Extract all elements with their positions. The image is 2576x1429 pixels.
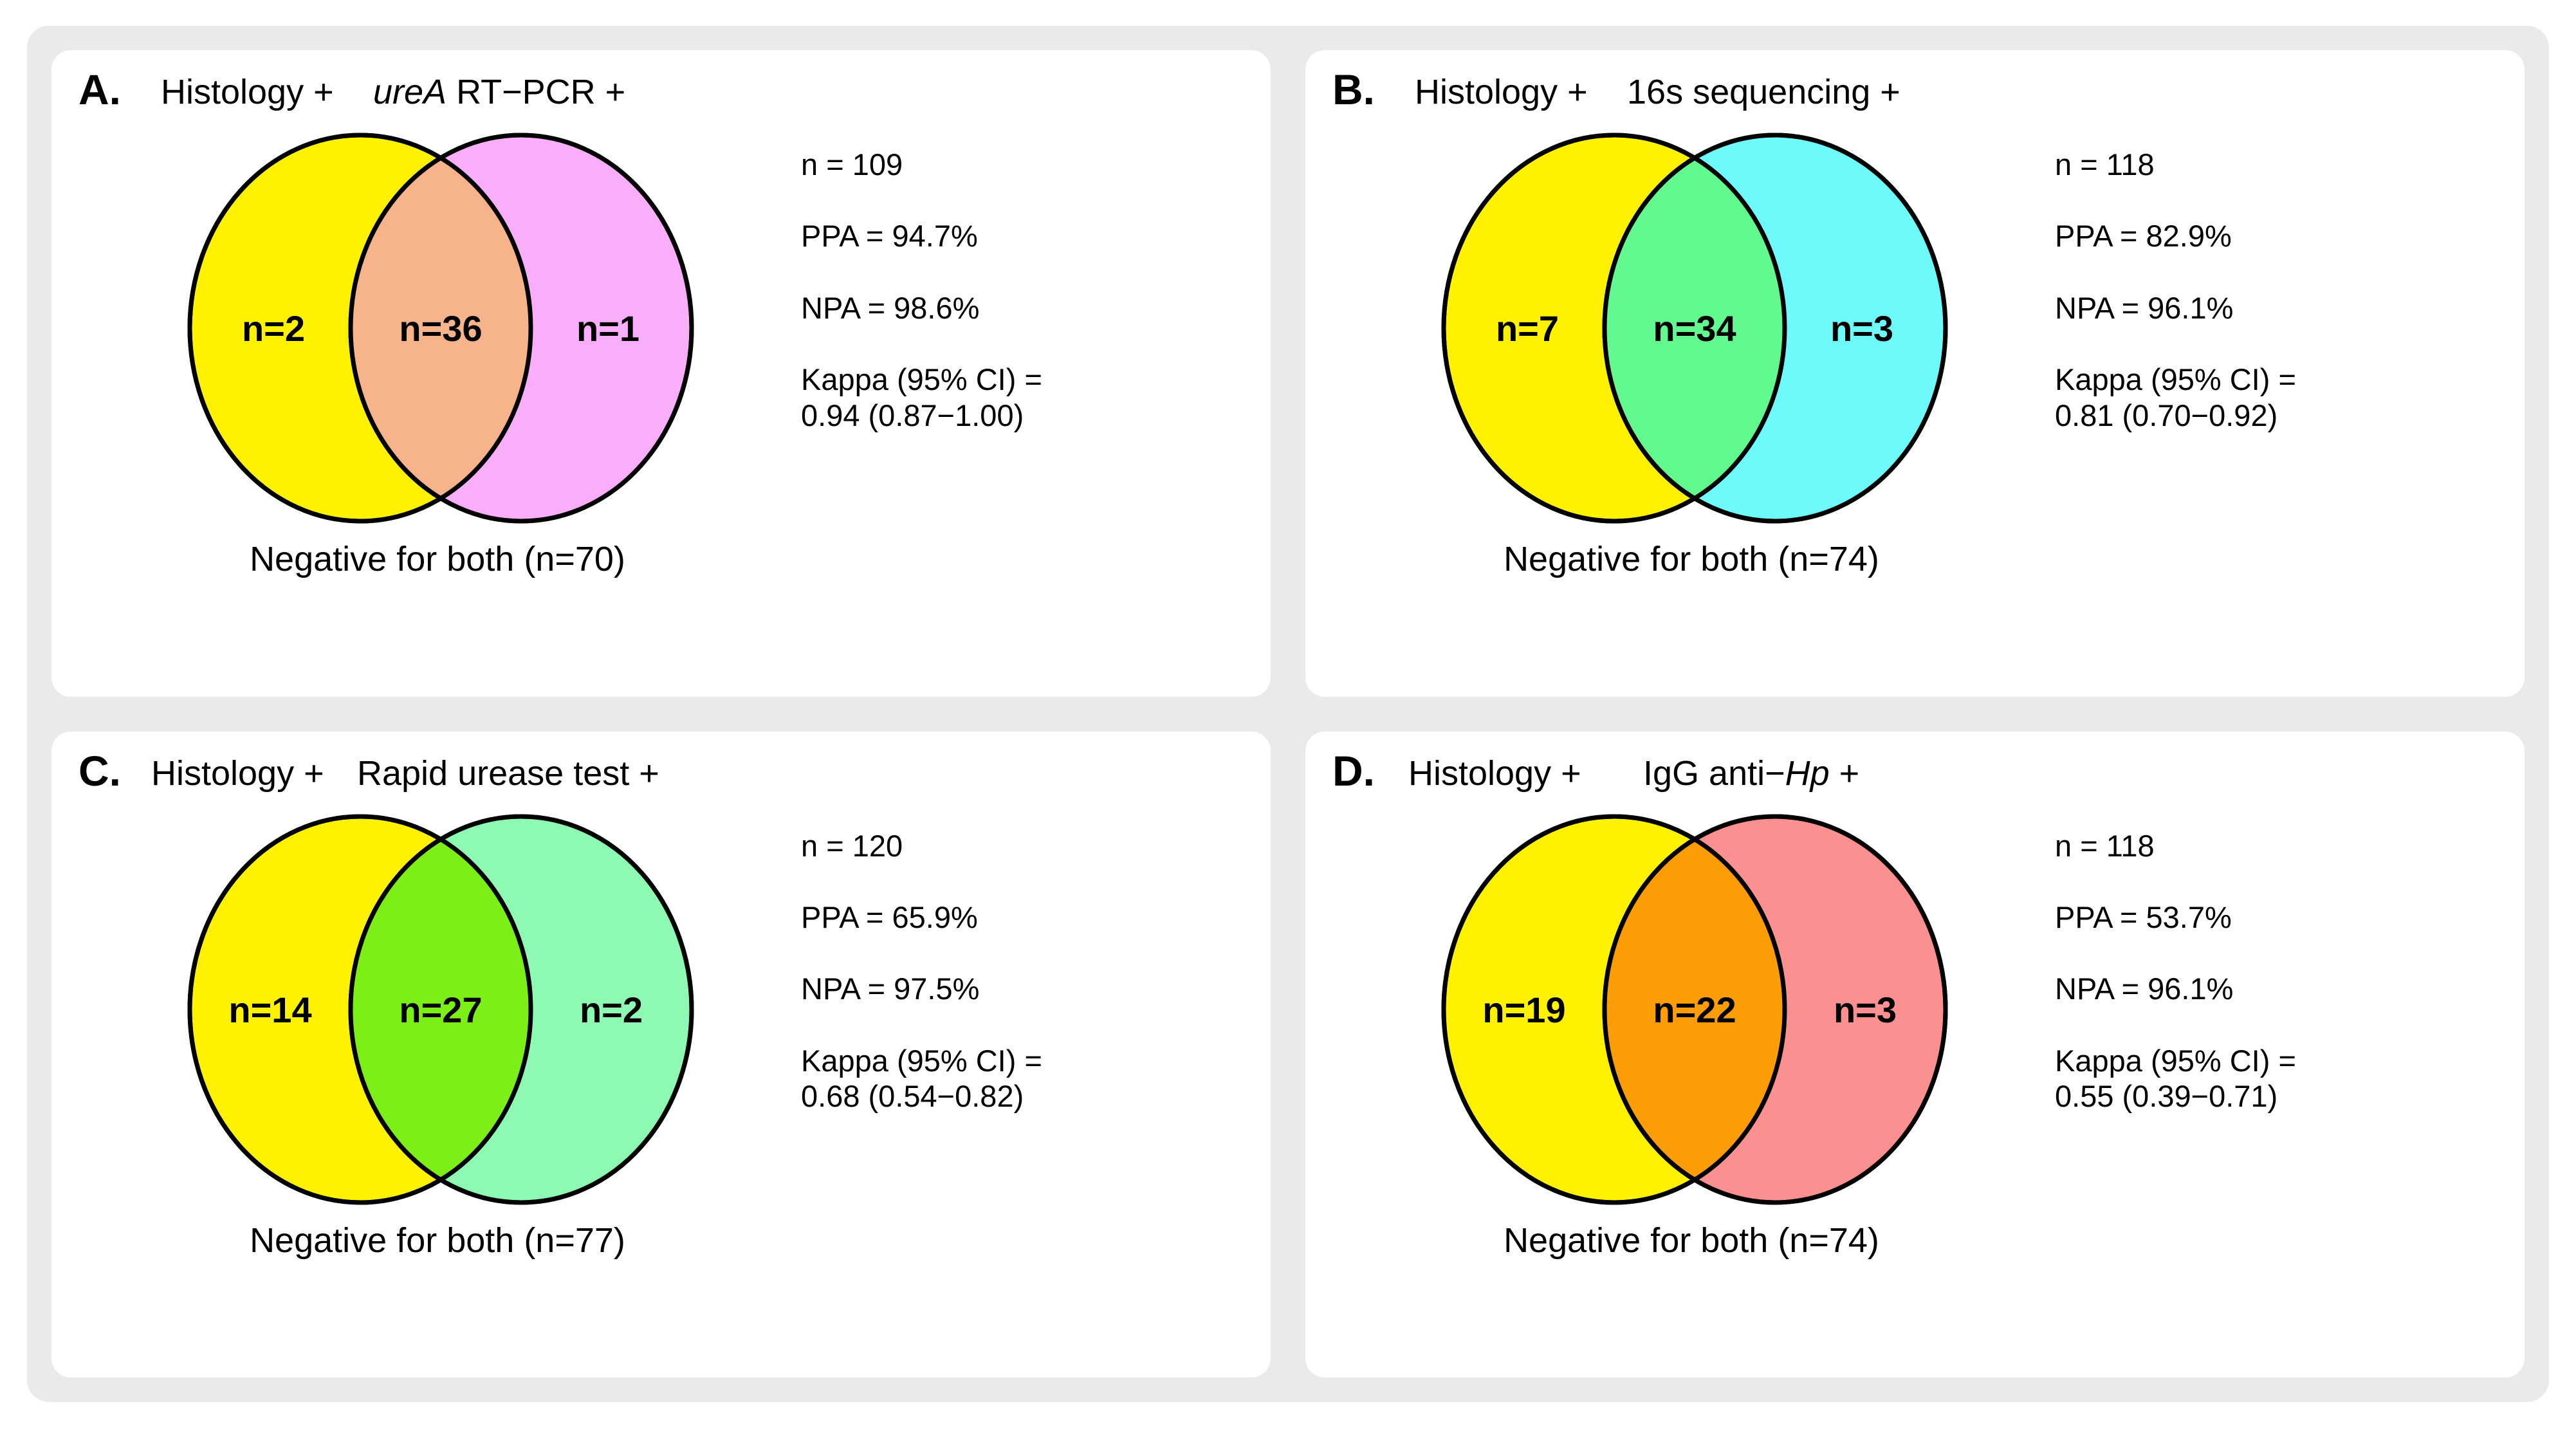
negative-both-c: Negative for both (n=77): [250, 1221, 625, 1260]
stat-kappa-value-d: 0.55 (0.39−0.71): [2055, 1079, 2278, 1114]
set-label-left-c: Histology +: [151, 753, 324, 793]
panel-b: B. Histology + 16s sequencing +: [1305, 50, 2525, 697]
venn-circle-left-outline-d: [1441, 814, 1787, 1204]
set-label-left-b: Histology +: [1415, 73, 1588, 111]
venn-circle-right-outline-c: [348, 814, 694, 1204]
stat-kappa-label-d: Kappa (95% CI) =: [2055, 1043, 2296, 1078]
set-label-left-d: Histology +: [1408, 753, 1581, 793]
stat-npa-a: NPA = 98.6%: [801, 290, 980, 325]
venn-count-right-a: n=1: [576, 308, 639, 349]
right-label-pre-c: Rapid urease test +: [357, 753, 659, 793]
venn-diagram-d: n=19 n=22 n=3: [1363, 804, 2019, 1215]
panel-letter-d: D.: [1332, 746, 1375, 795]
stat-npa-d: NPA = 96.1%: [2055, 972, 2234, 1006]
stat-ppa-a: PPA = 94.7%: [801, 219, 978, 254]
venn-circle-left-outline-b: [1441, 133, 1787, 524]
venn-circle-right-outline-b: [1602, 133, 1948, 524]
negative-both-d: Negative for both (n=74): [1504, 1221, 1879, 1260]
negative-both-b: Negative for both (n=74): [1504, 540, 1879, 578]
venn-diagram-b: n=7 n=34 n=3: [1363, 122, 2019, 534]
venn-overlap-a: [351, 135, 531, 521]
set-label-right-b: 16s sequencing +: [1627, 73, 1900, 111]
venn-circle-right-outline-d: [1602, 814, 1948, 1204]
stats-block-a: n = 109 PPA = 94.7% NPA = 98.6% Kappa (9…: [801, 147, 1103, 433]
stat-ppa-b: PPA = 82.9%: [2055, 219, 2232, 254]
venn-diagram-c: n=14 n=27 n=2: [109, 804, 766, 1215]
negative-both-a: Negative for both (n=70): [250, 540, 625, 578]
venn-circle-left-outline-c: [187, 814, 533, 1204]
venn-overlap-d: [1605, 816, 1785, 1203]
set-label-left-a: Histology +: [161, 73, 334, 111]
venn-count-overlap-b: n=34: [1653, 308, 1736, 349]
stat-kappa-label-c: Kappa (95% CI) =: [801, 1043, 1042, 1078]
right-label-italic-d: Hp: [1785, 753, 1830, 793]
venn-circle-right-outline-a: [348, 133, 694, 524]
stat-kappa-label-b: Kappa (95% CI) =: [2055, 362, 2296, 397]
venn-count-left-b: n=7: [1496, 308, 1559, 349]
right-label-pre-b: 16s sequencing +: [1627, 73, 1900, 111]
set-label-right-a: ureA RT−PCR +: [373, 73, 625, 111]
venn-overlap-b: [1605, 135, 1785, 521]
venn-count-left-d: n=19: [1482, 989, 1565, 1029]
panel-letter-c: C.: [78, 746, 121, 795]
venn-count-left-a: n=2: [242, 308, 305, 349]
panel-a: A. Histology + ureA RT−PCR +: [51, 50, 1271, 697]
stat-kappa-value-a: 0.94 (0.87−1.00): [801, 398, 1024, 432]
right-label-pre-d: IgG anti−: [1643, 753, 1785, 793]
stat-n-d: n = 118: [2055, 828, 2155, 863]
panel-letter-b: B.: [1332, 66, 1375, 113]
right-label-post-a: RT−PCR +: [446, 73, 626, 111]
venn-overlap-c: [351, 816, 531, 1203]
venn-count-left-c: n=14: [228, 989, 311, 1029]
stat-n-a: n = 109: [801, 147, 903, 181]
stats-block-d: n = 118 PPA = 53.7% NPA = 96.1% Kappa (9…: [2055, 828, 2357, 1114]
set-label-right-c: Rapid urease test +: [357, 753, 659, 793]
stat-kappa-c: Kappa (95% CI) = 0.68 (0.54−0.82): [801, 1043, 1103, 1114]
venn-circle-left-outline-a: [187, 133, 533, 524]
venn-count-overlap-c: n=27: [399, 989, 482, 1029]
right-label-italic-a: ureA: [373, 73, 447, 111]
stat-kappa-label-a: Kappa (95% CI) =: [801, 362, 1042, 397]
venn-diagram-a: n=2 n=36 n=1: [109, 122, 766, 534]
stats-block-c: n = 120 PPA = 65.9% NPA = 97.5% Kappa (9…: [801, 828, 1103, 1114]
venn-count-overlap-d: n=22: [1653, 989, 1736, 1029]
stat-kappa-b: Kappa (95% CI) = 0.81 (0.70−0.92): [2055, 362, 2357, 433]
stat-kappa-value-c: 0.68 (0.54−0.82): [801, 1079, 1024, 1114]
panel-d: D. Histology + IgG anti−Hp +: [1305, 731, 2525, 1378]
venn-count-overlap-a: n=36: [399, 308, 482, 349]
stat-kappa-value-b: 0.81 (0.70−0.92): [2055, 398, 2278, 432]
stat-kappa-d: Kappa (95% CI) = 0.55 (0.39−0.71): [2055, 1043, 2357, 1114]
panel-letter-a: A.: [78, 66, 121, 113]
panel-c: C. Histology + Rapid urease test +: [51, 731, 1271, 1378]
stats-block-b: n = 118 PPA = 82.9% NPA = 96.1% Kappa (9…: [2055, 147, 2357, 433]
panel-container: A. Histology + ureA RT−PCR +: [27, 26, 2549, 1402]
stat-ppa-c: PPA = 65.9%: [801, 899, 978, 934]
right-label-post-d: +: [1829, 753, 1860, 793]
venn-count-right-d: n=3: [1834, 989, 1897, 1029]
venn-count-right-b: n=3: [1830, 308, 1893, 349]
stat-n-b: n = 118: [2055, 147, 2155, 181]
stat-npa-b: NPA = 96.1%: [2055, 290, 2234, 325]
venn-count-right-c: n=2: [580, 989, 643, 1029]
stat-ppa-d: PPA = 53.7%: [2055, 899, 2232, 934]
stat-n-c: n = 120: [801, 828, 903, 863]
set-label-right-d: IgG anti−Hp +: [1643, 753, 1860, 793]
stat-kappa-a: Kappa (95% CI) = 0.94 (0.87−1.00): [801, 362, 1103, 433]
stat-npa-c: NPA = 97.5%: [801, 972, 980, 1006]
